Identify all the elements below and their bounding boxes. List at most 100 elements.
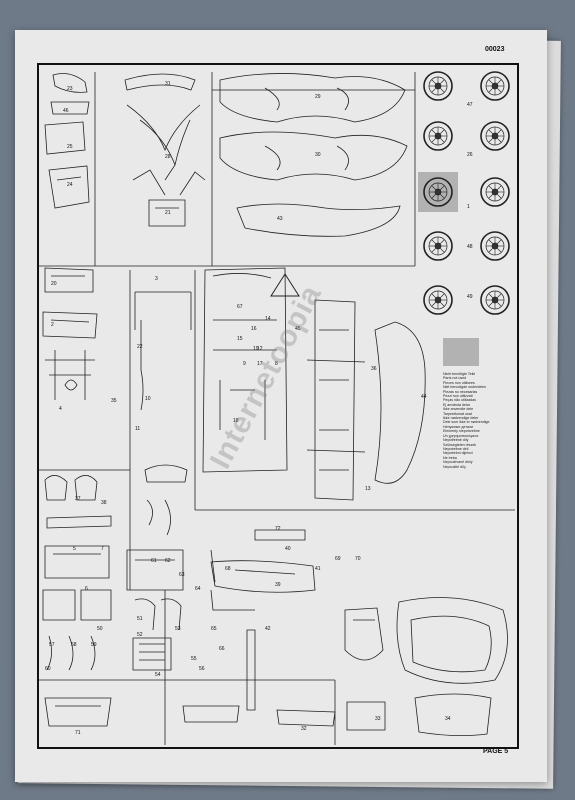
part-number-label: 5 bbox=[73, 546, 76, 552]
part-number-label: 62 bbox=[165, 558, 171, 564]
legend-line: Pieces non utilisees bbox=[443, 380, 475, 385]
part-number-label: 65 bbox=[211, 626, 217, 632]
legend-line: Nepotrebni dijelovi bbox=[443, 451, 473, 456]
document-number: 00023 bbox=[485, 46, 505, 53]
part-number-label: 52 bbox=[137, 632, 143, 638]
wheel-icon bbox=[480, 231, 510, 261]
legend-line: Un χρησιμοποιούμενα bbox=[443, 433, 479, 438]
wheel-icon bbox=[480, 71, 510, 101]
part-number-label: 34 bbox=[445, 716, 451, 722]
part-number-label: 18 bbox=[233, 418, 239, 424]
legend-line: Ikke anvendte dele bbox=[443, 407, 474, 412]
part-number-label: 68 bbox=[225, 566, 231, 572]
part-number-label: 35 bbox=[111, 398, 117, 404]
part-number-label: 41 bbox=[315, 566, 321, 572]
legend-line: Nepoužívané diely bbox=[443, 460, 473, 465]
legend-line: Elementy niepotrzebne bbox=[443, 429, 480, 434]
legend-line: Nepotřebné díly bbox=[443, 438, 469, 443]
wheel-icon bbox=[480, 177, 510, 207]
part-number-label: 16 bbox=[251, 326, 257, 332]
part-number-label: 49 bbox=[467, 294, 473, 300]
wheel-icon bbox=[423, 121, 453, 151]
part-number-label: 55 bbox=[191, 656, 197, 662]
part-number-label: 67 bbox=[237, 304, 243, 310]
part-number-label: 29 bbox=[315, 94, 321, 100]
part-number-label: 23 bbox=[67, 86, 73, 92]
legend-line: Peças não utilizadas bbox=[443, 398, 476, 403]
instruction-sheet: 00023 Nicht benötigte Teile Parts not us… bbox=[15, 30, 547, 782]
part-number-label: 58 bbox=[71, 642, 77, 648]
wheel-icon bbox=[423, 285, 453, 315]
part-number-label: 33 bbox=[375, 716, 381, 722]
part-number-label: 31 bbox=[165, 81, 171, 87]
part-number-label: 20 bbox=[51, 281, 57, 287]
legend-line: Pezzi non utilizzati bbox=[443, 394, 473, 399]
part-number-label: 50 bbox=[97, 626, 103, 632]
part-number-label: 44 bbox=[421, 394, 427, 400]
legend-line: Nepoužité díly bbox=[443, 464, 466, 469]
part-number-label: 63 bbox=[179, 572, 185, 578]
part-number-label: 57 bbox=[49, 642, 55, 648]
part-number-label: 61 bbox=[151, 558, 157, 564]
part-number-label: 32 bbox=[301, 726, 307, 732]
part-number-label: 8 bbox=[275, 361, 278, 367]
unused-parts-legend: Nicht benötigte Teile Parts not used Pie… bbox=[443, 372, 509, 469]
part-number-label: 46 bbox=[63, 108, 69, 114]
part-number-label: 26 bbox=[467, 152, 473, 158]
wheel-icon bbox=[480, 285, 510, 315]
wheel-icon bbox=[480, 121, 510, 151]
parts-frame bbox=[37, 63, 519, 749]
part-number-label: 39 bbox=[275, 582, 281, 588]
part-number-label: 24 bbox=[67, 182, 73, 188]
unused-parts-swatch bbox=[443, 338, 479, 366]
wheel-icon bbox=[423, 71, 453, 101]
part-number-label: 54 bbox=[155, 672, 161, 678]
part-number-label: 21 bbox=[165, 210, 171, 216]
part-number-label: 4 bbox=[59, 406, 62, 412]
legend-line: Piezas no necesarias bbox=[443, 389, 478, 394]
part-number-label: 45 bbox=[295, 326, 301, 332]
part-number-label: 1 bbox=[467, 204, 470, 210]
part-number-label: 64 bbox=[195, 586, 201, 592]
legend-line: Tarpeettomat osat bbox=[443, 411, 472, 416]
part-number-label: 12 bbox=[257, 346, 263, 352]
legend-line: Ne treba bbox=[443, 455, 457, 460]
legend-line: Parts not used bbox=[443, 376, 467, 381]
legend-line: Ej använda delar bbox=[443, 402, 470, 407]
part-number-label: 69 bbox=[335, 556, 341, 562]
part-number-label: 36 bbox=[371, 366, 377, 372]
part-number-label: 30 bbox=[315, 152, 321, 158]
wheel-icon bbox=[418, 172, 458, 212]
part-number-label: 59 bbox=[91, 642, 97, 648]
wheel-icon bbox=[423, 231, 453, 261]
part-number-label: 47 bbox=[467, 102, 473, 108]
part-number-label: 6 bbox=[85, 586, 88, 592]
part-number-label: 48 bbox=[467, 244, 473, 250]
legend-line: Niet benodigde onderdelen bbox=[443, 385, 487, 390]
part-number-label: 3 bbox=[155, 276, 158, 282]
part-number-label: 53 bbox=[175, 626, 181, 632]
legend-line: Nepotrebne deli bbox=[443, 446, 469, 451]
part-number-label: 37 bbox=[75, 496, 81, 502]
part-number-label: 11 bbox=[135, 426, 140, 432]
part-number-label: 25 bbox=[67, 144, 73, 150]
part-number-label: 10 bbox=[145, 396, 151, 402]
part-number-label: 51 bbox=[137, 616, 143, 622]
part-number-label: 70 bbox=[355, 556, 361, 562]
legend-line: Ikke nødvendige deler bbox=[443, 416, 479, 421]
part-number-label: 43 bbox=[277, 216, 283, 222]
part-number-label: 56 bbox=[199, 666, 205, 672]
legend-line: Ненужные детали bbox=[443, 424, 474, 429]
part-number-label: 66 bbox=[219, 646, 225, 652]
part-number-label: 2 bbox=[51, 322, 54, 328]
part-number-label: 22 bbox=[137, 344, 143, 350]
page-number: PAGE 5 bbox=[483, 748, 509, 755]
part-number-label: 9 bbox=[243, 361, 246, 367]
part-number-label: 71 bbox=[75, 730, 81, 736]
part-number-label: 15 bbox=[237, 336, 243, 342]
part-number-label: 14 bbox=[265, 316, 271, 322]
part-number-label: 17 bbox=[257, 361, 263, 367]
part-number-label: 19 bbox=[253, 346, 259, 352]
legend-line: Szükségtelen részek bbox=[443, 442, 477, 447]
